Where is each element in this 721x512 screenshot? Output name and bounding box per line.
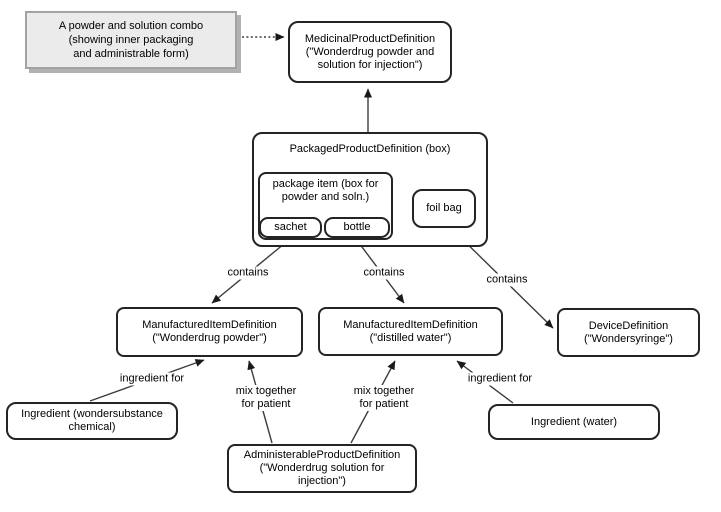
node-manufactured-item-water: ManufacturedItemDefinition ("distilled w… — [318, 307, 503, 356]
edge-label-ingredient-for-left: ingredient for — [117, 372, 187, 386]
annotation-note: A powder and solution combo (showing inn… — [25, 11, 237, 69]
node-ingredient-chemical: Ingredient (wondersubstance chemical) — [6, 402, 178, 440]
node-device-definition: DeviceDefinition ("Wondersyringe") — [557, 308, 700, 357]
node-foil-bag: foil bag — [412, 189, 476, 228]
node-administrable-product-definition: AdministerableProductDefinition ("Wonder… — [227, 444, 417, 493]
edge-label-contains-right: contains — [484, 273, 530, 287]
edge-label-contains-left: contains — [225, 266, 271, 280]
edge-label-ingredient-for-right: ingredient for — [465, 372, 535, 386]
node-medicinal-product-definition: MedicinalProductDefinition ("Wonderdrug … — [288, 21, 452, 83]
edge-label-contains-center: contains — [361, 266, 407, 280]
node-ingredient-water: Ingredient (water) — [488, 404, 660, 440]
edge-label-mix-together-right: mix together for patient — [351, 385, 417, 411]
node-bottle: bottle — [324, 217, 390, 238]
edge-label-mix-together-left: mix together for patient — [233, 385, 299, 411]
node-manufactured-item-powder: ManufacturedItemDefinition ("Wonderdrug … — [116, 307, 303, 357]
node-sachet: sachet — [259, 217, 322, 238]
